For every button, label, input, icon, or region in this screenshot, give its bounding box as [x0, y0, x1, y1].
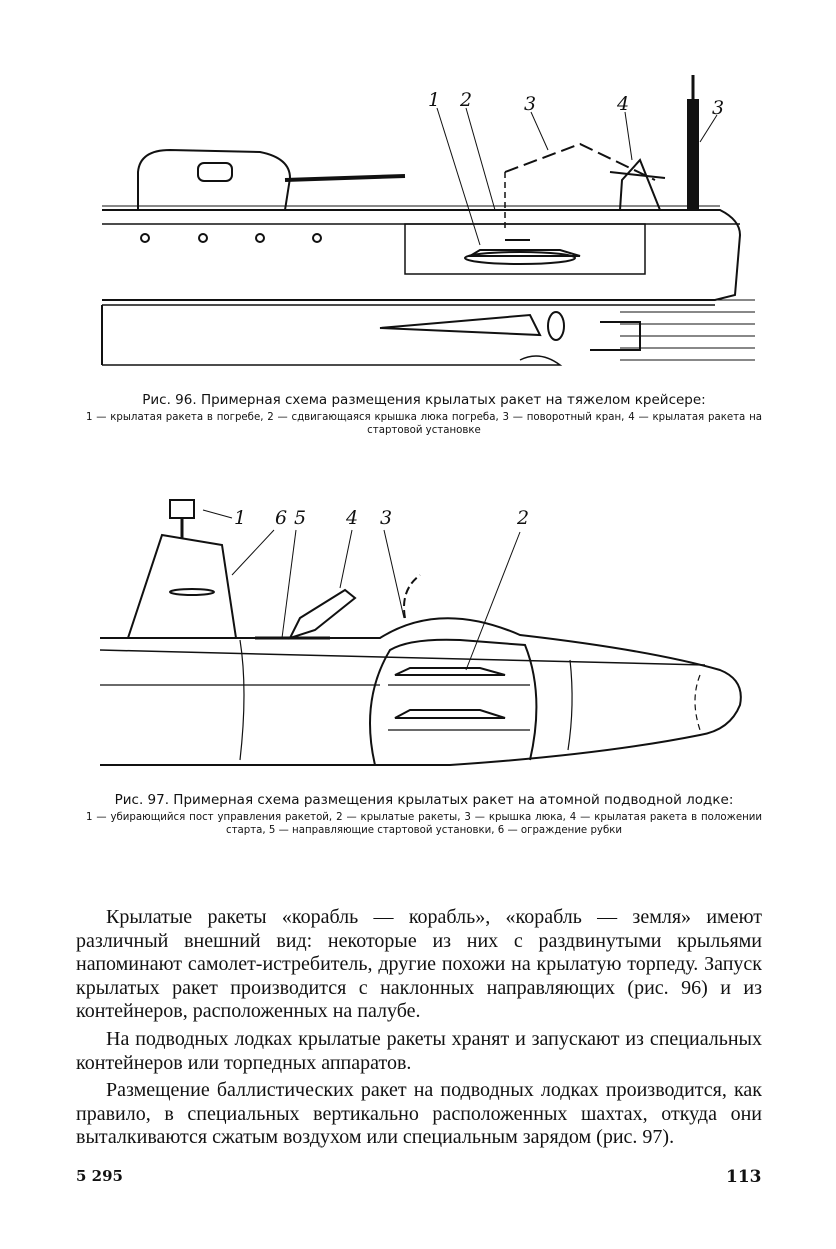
fig97-label-5: 5	[294, 507, 306, 529]
body-text: Крылатые ракеты «корабль — корабль», «ко…	[76, 906, 762, 1154]
fig97-label-2: 2	[516, 507, 529, 529]
submarine-diagram: 1 6 5 4 3 2	[99, 499, 742, 766]
fig96-label-3: 3	[524, 93, 536, 115]
fig96-label-1: 1	[428, 89, 440, 111]
fig96-label-4: 4	[616, 93, 629, 115]
caption-legend: 1 — крылатая ракета в погребе, 2 — сдвиг…	[86, 412, 762, 436]
paragraph: Размещение баллистических ракет на подво…	[76, 1079, 762, 1149]
figure-97: 1 6 5 4 3 2	[0, 490, 836, 780]
paragraph: На подводных лодках крылатые ракеты хран…	[76, 1027, 762, 1074]
caption-legend: 1 — убирающийся пост управления ракетой,…	[86, 812, 762, 836]
paragraph: Крылатые ракеты «корабль — корабль», «ко…	[76, 906, 762, 1023]
fig96-label-3b: 3	[712, 97, 724, 119]
figure-96-caption: Рис. 96. Примерная схема размещения крыл…	[86, 392, 762, 437]
cruiser-diagram: 1 2 3 4 3	[101, 75, 755, 366]
page-number: 113	[726, 1167, 762, 1187]
fig97-label-3: 3	[380, 507, 392, 529]
fig96-label-2: 2	[459, 89, 472, 111]
fig97-label-6: 6	[275, 507, 287, 529]
figure-96: 1 2 3 4 3	[0, 60, 836, 380]
caption-title: Рис. 96. Примерная схема размещения крыл…	[142, 392, 706, 408]
figure-97-caption: Рис. 97. Примерная схема размещения крыл…	[86, 792, 762, 837]
printer-signature: 5 295	[76, 1167, 123, 1185]
fig97-label-4: 4	[345, 507, 358, 529]
fig97-label-1: 1	[234, 507, 246, 529]
caption-title: Рис. 97. Примерная схема размещения крыл…	[114, 792, 734, 808]
